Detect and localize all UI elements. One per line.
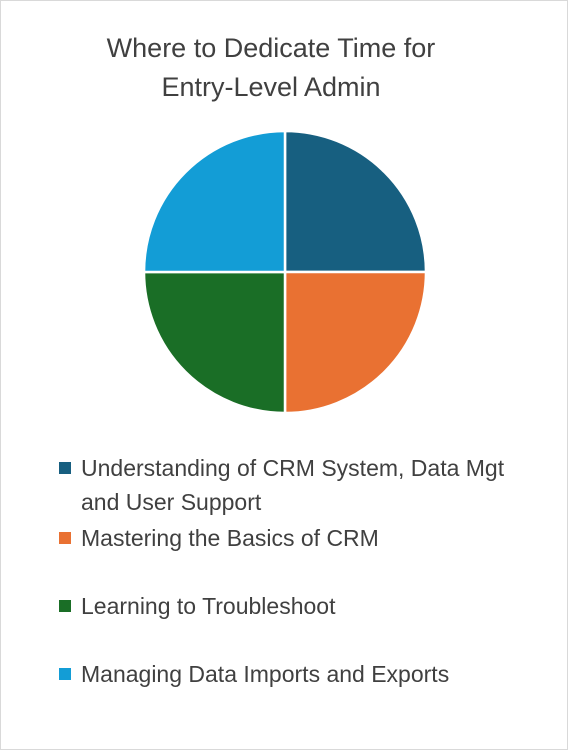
legend-swatch-4: [59, 668, 71, 680]
legend-label-2: Mastering the Basics of CRM: [81, 525, 379, 551]
pie-slice-1: [283, 129, 428, 274]
legend-swatch-1: [59, 462, 71, 474]
legend-label-1: Understanding of CRM System, Data Mgt an…: [81, 455, 505, 515]
pie-slice-4: [142, 129, 287, 274]
pie-slice-3: [142, 270, 287, 415]
pie-slice-2: [283, 270, 428, 415]
legend-label-4: Managing Data Imports and Exports: [81, 661, 450, 687]
legend-label-3: Learning to Troubleshoot: [81, 593, 336, 619]
legend-swatch-2: [59, 532, 71, 544]
pie-chart: [142, 129, 428, 415]
chart-title: Where to Dedicate Time for Entry-Level A…: [106, 33, 436, 102]
legend-swatch-3: [59, 600, 71, 612]
